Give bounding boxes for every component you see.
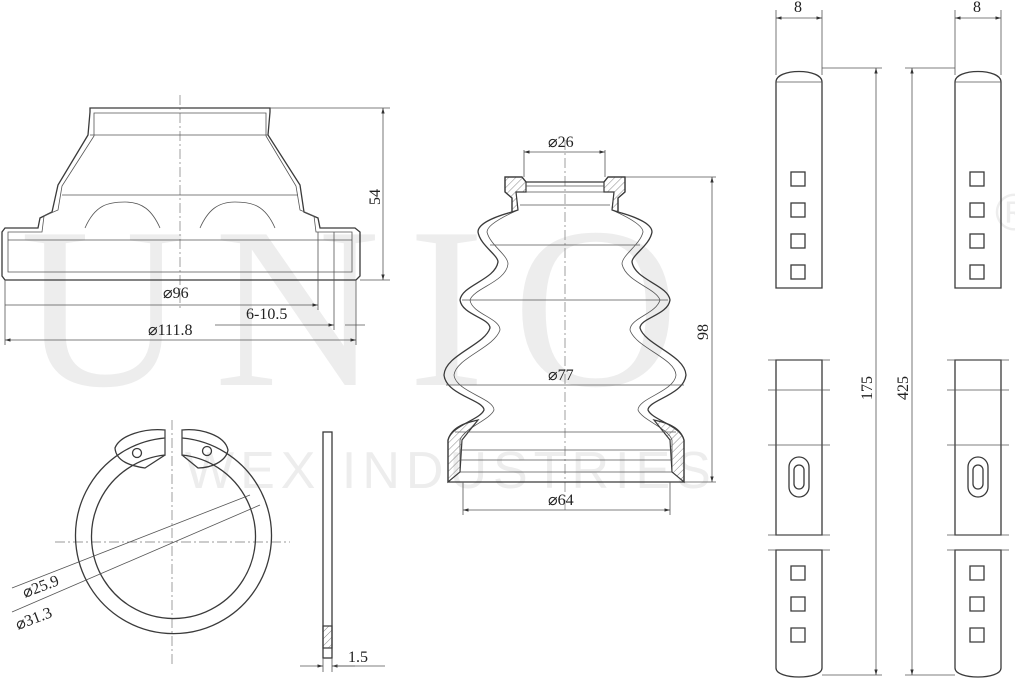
watermark: UNIO ® WEX INDUSTRIES [20, 180, 1015, 500]
boot-small: 54 ⌀96 6-10.5 ⌀111.8 [1, 95, 390, 345]
circlip-side-view [322, 431, 333, 659]
dim-boot-small-range: 6-10.5 [246, 306, 287, 323]
dim-boot-large-top: ⌀26 [548, 134, 574, 151]
dim-tie1-width: 8 [794, 0, 802, 16]
dim-tie1-length: 175 [859, 376, 876, 400]
dim-boot-large-height: 98 [695, 324, 712, 340]
cable-tie-2: 8 425 [895, 0, 1009, 678]
dim-boot-small-diameter: ⌀96 [163, 285, 189, 302]
dim-ring-thickness: 1.5 [348, 649, 368, 666]
dim-boot-large-mid: ⌀77 [548, 367, 574, 384]
watermark-registered-mark: ® [995, 184, 1015, 242]
cable-tie-1: 8 175 [768, 0, 882, 678]
dim-boot-small-height: 54 [367, 189, 384, 205]
dim-boot-large-bottom: ⌀64 [548, 492, 574, 509]
boot-small-inner [7, 112, 353, 273]
dim-tie2-width: 8 [973, 0, 981, 16]
dim-tie2-length: 425 [895, 376, 912, 400]
boot-large: ⌀26 98 ⌀77 ⌀64 [443, 134, 716, 515]
dim-boot-small-outer: ⌀111.8 [148, 322, 192, 339]
watermark-brand: UNIO [20, 180, 707, 435]
